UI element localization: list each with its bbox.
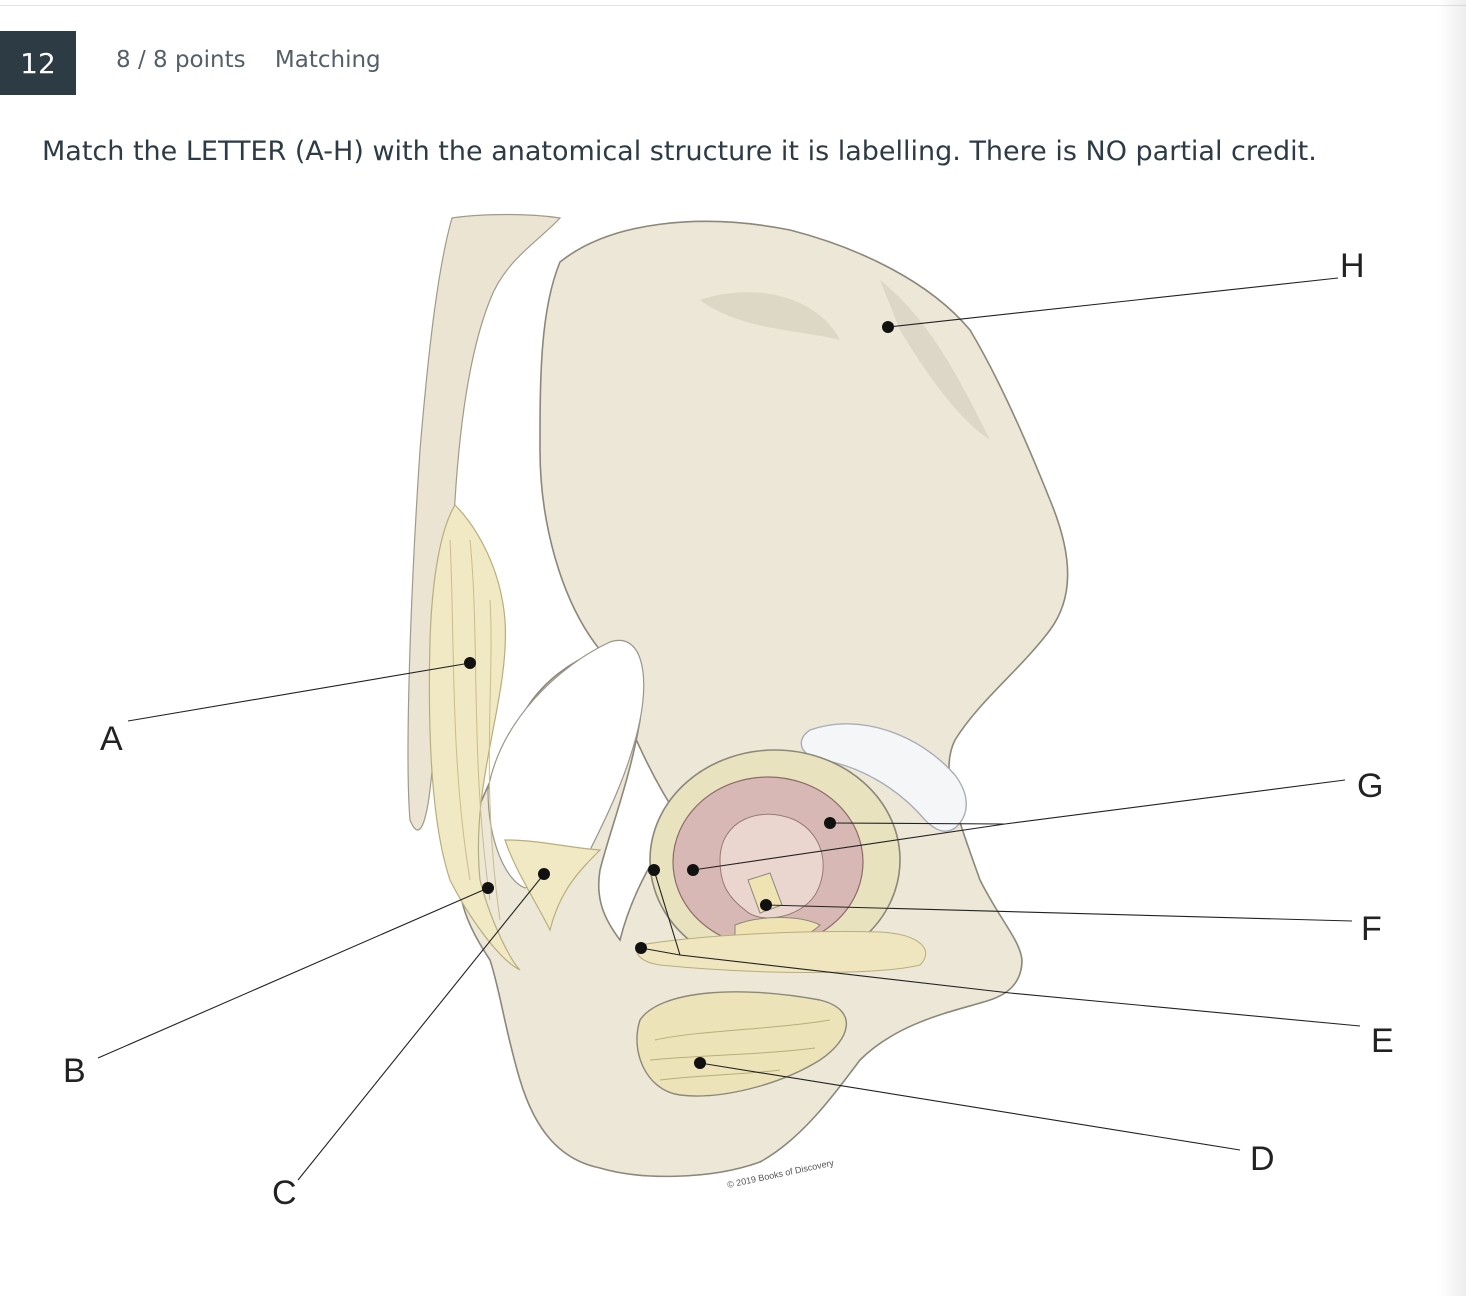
question-meta: 8 / 8 points Matching [116, 47, 381, 73]
label-f: F [1361, 910, 1382, 948]
points-text: 8 / 8 points [116, 47, 246, 73]
acetabular-fossa [719, 813, 824, 919]
iliac-shading [700, 292, 840, 340]
label-a: A [100, 720, 123, 758]
question-type: Matching [274, 47, 381, 73]
obturator-membrane-fibers [649, 1019, 831, 1081]
iliofemoral-ligament-band [636, 931, 927, 973]
top-divider [0, 5, 1466, 6]
obturator-foramen [636, 991, 848, 1097]
leader-lines [97, 277, 1361, 1181]
label-h: H [1340, 247, 1365, 285]
sacrospinous-ligament [504, 839, 602, 932]
sacrotuberous-fibers [449, 539, 501, 921]
target-dots [464, 321, 894, 1069]
iliac-crest-shade [880, 280, 990, 440]
label-d: D [1250, 1140, 1275, 1178]
hip-bone [458, 220, 1069, 1178]
label-c: C [272, 1174, 297, 1212]
label-g: G [1357, 767, 1383, 805]
label-b: B [63, 1052, 86, 1090]
right-edge-shadow [1438, 0, 1466, 1296]
greater-sciatic-foramen [487, 639, 645, 889]
label-e: E [1371, 1022, 1394, 1060]
hip-ligament-diagram: H A G F E B D C © 2019 Books of Discover… [63, 213, 1394, 1212]
question-prompt: Match the LETTER (A-H) with the anatomic… [42, 136, 1317, 167]
question-number: 12 [0, 31, 76, 95]
